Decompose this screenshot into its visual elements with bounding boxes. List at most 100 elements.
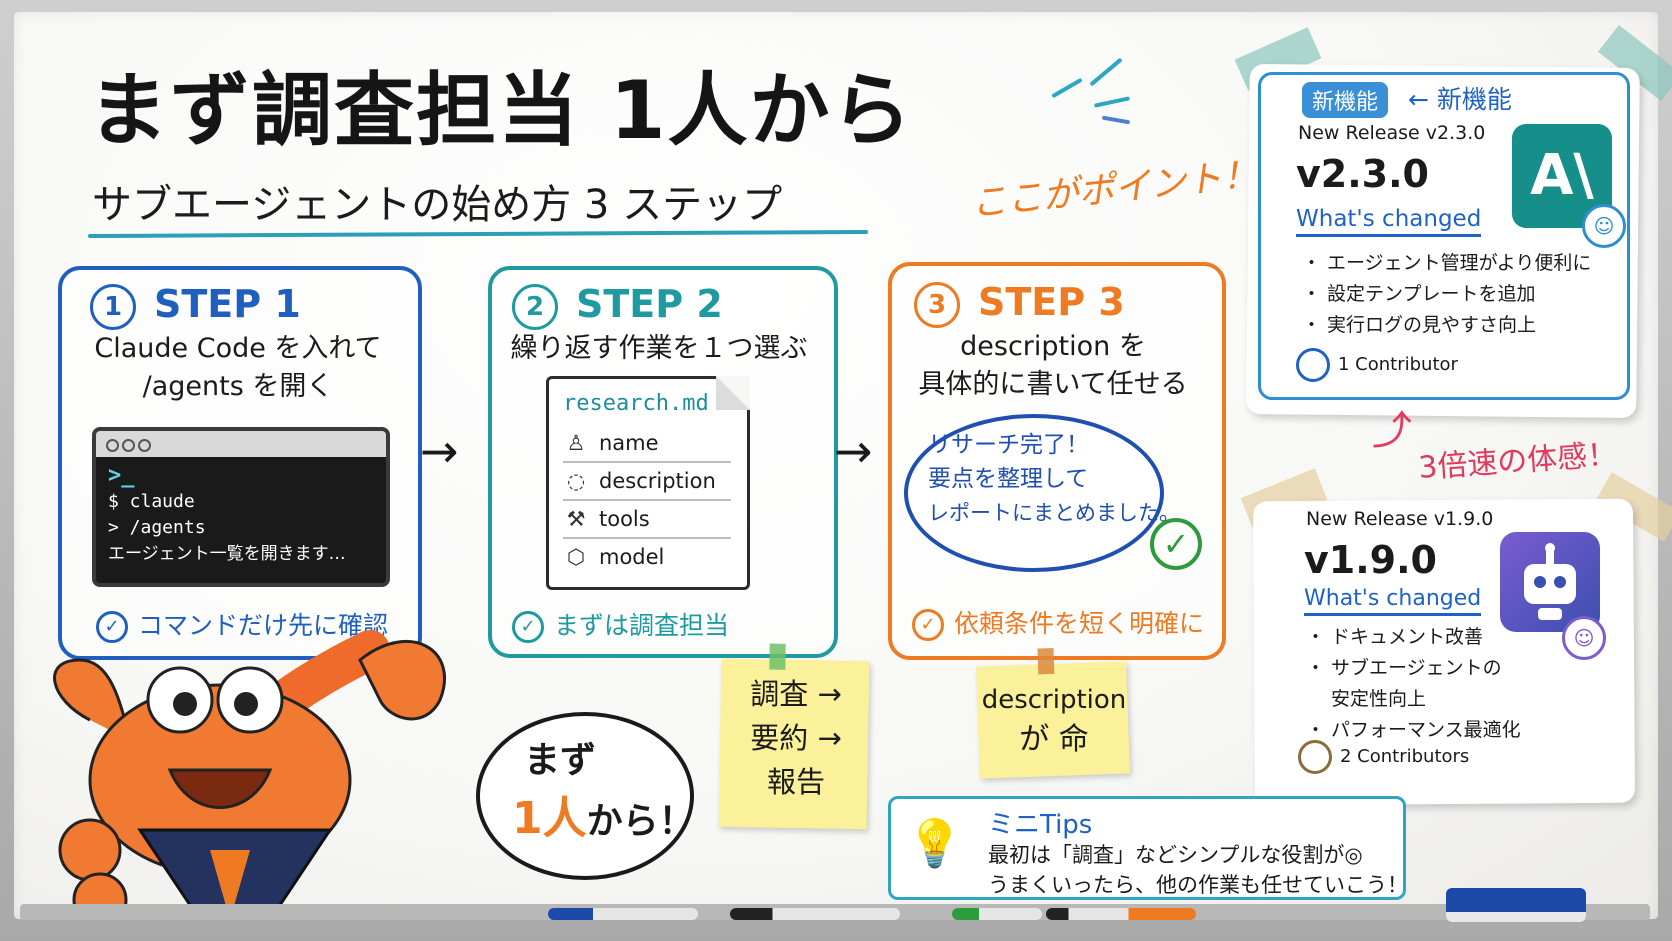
sticky-description-text: description が 命 [980, 680, 1128, 760]
step-1-desc-line-1: Claude Code を入れて [94, 333, 382, 364]
step-1-desc-line-2: /agents を開く [142, 371, 334, 402]
check-icon: ✓ [912, 609, 944, 641]
green-marker[interactable] [952, 908, 1042, 920]
step-3-footer: ✓ 依頼条件を短く明確に [912, 604, 1204, 641]
result-bubble-text: リサーチ完了！ 要点を整理して レポートにまとめました。 [928, 428, 1180, 530]
release-bullet: 安定性向上 [1306, 688, 1427, 710]
step-3-desc-line-1: description を [960, 331, 1146, 362]
step-2-description: 繰り返す作業を１つ選ぶ [496, 330, 822, 368]
whats-changed-label: What's changed [1296, 206, 1482, 237]
wrench-icon: ⚒ [566, 507, 586, 531]
step-3-description: description を 具体的に書いて任せる [896, 328, 1210, 404]
doc-row-label: description [599, 469, 716, 493]
release-label: New Release v1.9.0 [1306, 508, 1494, 530]
bubble-line: リサーチ完了！ [928, 432, 1089, 458]
doc-row-label: tools [599, 507, 650, 531]
release-bullets: ・ エージェント管理がより便利に ・ 設定テンプレートを追加 ・ 実行ログの見や… [1302, 248, 1591, 341]
step-3-footer-text: 依頼条件を短く明確に [954, 609, 1205, 638]
check-icon: ✓ [96, 611, 128, 643]
research-doc: research.md ♙ name ◌ description ⚒ tools ⬡ m… [546, 376, 750, 590]
result-speech-bubble [904, 414, 1164, 572]
whats-changed-label: What's changed [1304, 586, 1482, 616]
sticky-tape [1037, 647, 1055, 675]
sticky-line: 報告 [766, 765, 825, 799]
smile-icon: ☺ [1562, 616, 1606, 660]
cube-icon: ⬡ [566, 545, 586, 569]
step-3-desc-line-2: 具体的に書いて任せる [918, 369, 1188, 400]
user-icon [1296, 348, 1330, 382]
new-feature-badge: 新機能 [1302, 82, 1389, 118]
doc-fold [716, 376, 750, 410]
page-subtitle: サブエージェントの始め方 3 ステップ [92, 182, 783, 228]
tips-body: 最初は「調査」などシンプルな役割が◎ うまくいったら、他の作業も任せていこう！ [988, 840, 1408, 900]
bubble-line: 要点を整理して [928, 466, 1089, 492]
robot-icon [1500, 532, 1600, 632]
step-2-number: 2 [512, 283, 558, 330]
doc-row-label: name [599, 431, 659, 455]
bubble-line: レポートにまとめました。 [928, 501, 1180, 525]
release-bullets: ・ ドキュメント改善 ・ サブエージェントの 安定性向上 ・ パフォーマンス最適… [1306, 622, 1521, 746]
terminal-prompt-icon: >_ [108, 463, 135, 488]
orange-marker[interactable] [1046, 908, 1196, 920]
doc-row-label: model [599, 545, 665, 569]
speech-line-1: まず [524, 740, 597, 781]
speech-line-2: 1人から！ [512, 790, 695, 851]
chat-icon: ◌ [566, 469, 586, 493]
step-2-label: STEP 2 [576, 282, 723, 326]
sticky-line: 調査 → [750, 677, 842, 711]
speech-emphasis: 1人 [512, 793, 587, 844]
arrow-right-icon: → [834, 424, 873, 478]
tips-line: 最初は「調査」などシンプルな役割が◎ [988, 843, 1363, 867]
step-2-footer-text: まずは調査担当 [554, 611, 730, 640]
eraser[interactable] [1446, 888, 1586, 922]
curved-arrow-icon: ⤴ [1372, 408, 1412, 454]
sticky-line: 要約 → [750, 721, 842, 755]
release-bullet: ・ 実行ログの見やすさ向上 [1302, 314, 1537, 336]
smile-icon: ☺ [1582, 204, 1626, 248]
check-circle-icon: ✓ [1150, 518, 1202, 570]
contributor-text: 2 Contributors [1340, 746, 1470, 767]
sticky-line: が 命 [1019, 722, 1089, 757]
mini-tips-box [888, 796, 1406, 900]
release-bullet: ・ 設定テンプレートを追加 [1302, 283, 1536, 305]
blue-marker[interactable] [548, 908, 698, 920]
speech-bubble-text: まず 1人から！ [512, 732, 695, 851]
doc-row-model: ⬡ model [563, 539, 731, 575]
release-version: v2.3.0 [1296, 152, 1429, 196]
doc-row-description: ◌ description [563, 463, 731, 501]
sticky-flow-text: 調査 → 要約 → 報告 [726, 672, 866, 804]
black-marker[interactable] [730, 908, 900, 920]
step-2-footer: ✓ まずは調査担当 [512, 606, 729, 643]
arrow-right-icon: → [420, 424, 459, 478]
release-bullet: ・ エージェント管理がより便利に [1302, 252, 1592, 274]
check-icon: ✓ [512, 611, 544, 643]
release-bullet: ・ ドキュメント改善 [1306, 626, 1484, 648]
lightbulb-icon: 💡 [906, 816, 964, 870]
release-bullet: ・ パフォーマンス最適化 [1306, 719, 1521, 741]
terminal-line: > /agents [108, 517, 206, 538]
step-1-description: Claude Code を入れて /agents を開く [70, 330, 406, 406]
page-title: まず調査担当 1人から [88, 64, 914, 157]
step-2-heading: 2 STEP 2 [512, 282, 723, 330]
terminal-window: >_ $ claude > /agents エージェント一覧を開きます… [92, 427, 390, 587]
sticky-tape [769, 643, 786, 670]
crab-mascot [53, 630, 446, 920]
contributor-text: 1 Contributor [1338, 354, 1458, 375]
release-card-v230-border [1258, 72, 1630, 400]
step-1-footer-text: コマンドだけ先に確認 [138, 611, 389, 640]
terminal-body: >_ $ claude > /agents エージェント一覧を開きます… [96, 457, 386, 573]
tips-title: ミニTips [988, 810, 1093, 840]
release-label: New Release v2.3.0 [1298, 122, 1486, 144]
speech-bubble [476, 712, 694, 880]
doc-title: research.md [563, 391, 709, 416]
new-feature-note: ← 新機能 [1408, 85, 1512, 114]
user-icon: ♙ [566, 431, 586, 455]
step-2-desc-line-1: 繰り返す作業を１つ選ぶ [510, 333, 808, 364]
users-icon [1298, 740, 1332, 774]
doc-row-tools: ⚒ tools [563, 501, 731, 539]
step-1-number: 1 [90, 283, 136, 330]
tips-line: うまくいったら、他の作業も任せていこう！ [988, 873, 1408, 897]
release-version: v1.9.0 [1304, 538, 1437, 582]
